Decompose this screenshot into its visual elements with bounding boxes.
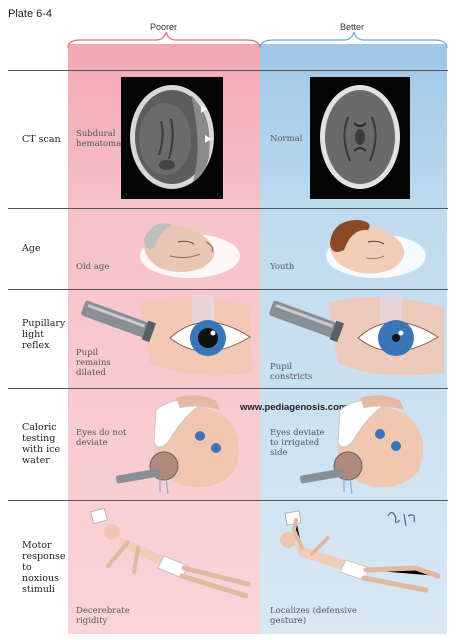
- caption-youth: Youth: [270, 262, 295, 272]
- caption-old-age: Old age: [76, 262, 110, 272]
- caption-normal: Normal: [270, 134, 303, 144]
- row-divider: [8, 289, 448, 290]
- caloric-test-no-deviation-illustration: [116, 395, 240, 495]
- row-divider: [8, 208, 448, 209]
- row-divider: [8, 388, 448, 389]
- row-label-age: Age: [22, 243, 41, 254]
- localizing-gesture-illustration: [280, 510, 441, 593]
- plate-number: Plate 6-4: [8, 8, 53, 20]
- penlight-constricted-pupil-illustration: [269, 295, 444, 376]
- caloric-test-deviation-illustration: [300, 395, 424, 495]
- row-label-ct-scan: CT scan: [22, 134, 61, 145]
- row-label-caloric-testing: Caloric testing with ice water: [22, 422, 61, 466]
- caption-pupil-constricts: Pupil constricts: [270, 362, 313, 382]
- old-patient-face-illustration: [140, 223, 240, 278]
- artist-signature-mark: [387, 511, 415, 527]
- caption-localizes: Localizes (defensive gesture): [270, 606, 357, 626]
- column-header-poorer: Poorer: [150, 22, 178, 32]
- ct-scan-normal-image: [310, 77, 410, 199]
- column-header-brackets: [67, 31, 448, 49]
- caption-subdural-hematoma: Subdural hematoma: [76, 129, 122, 149]
- caption-decerebrate-rigidity: Decerebrate rigidity: [76, 606, 130, 626]
- ct-scan-subdural-image: [121, 77, 223, 199]
- young-patient-face-illustration: [326, 220, 426, 278]
- row-label-motor-response: Motor response to noxious stimuli: [22, 540, 66, 595]
- row-divider: [8, 500, 448, 501]
- watermark-text: www.pediagenosis.com: [240, 402, 348, 413]
- row-divider: [8, 70, 448, 71]
- column-header-better: Better: [340, 22, 365, 32]
- caption-eyes-deviate: Eyes deviate to irrigated side: [270, 428, 325, 458]
- row-label-pupillary-light-reflex: Pupillary light reflex: [22, 318, 66, 351]
- caption-eyes-do-not-deviate: Eyes do not deviate: [76, 428, 127, 448]
- decerebrate-posture-illustration: [90, 507, 251, 599]
- penlight-dilated-pupil-illustration: [81, 295, 252, 376]
- caption-pupil-remains-dilated: Pupil remains dilated: [76, 348, 111, 378]
